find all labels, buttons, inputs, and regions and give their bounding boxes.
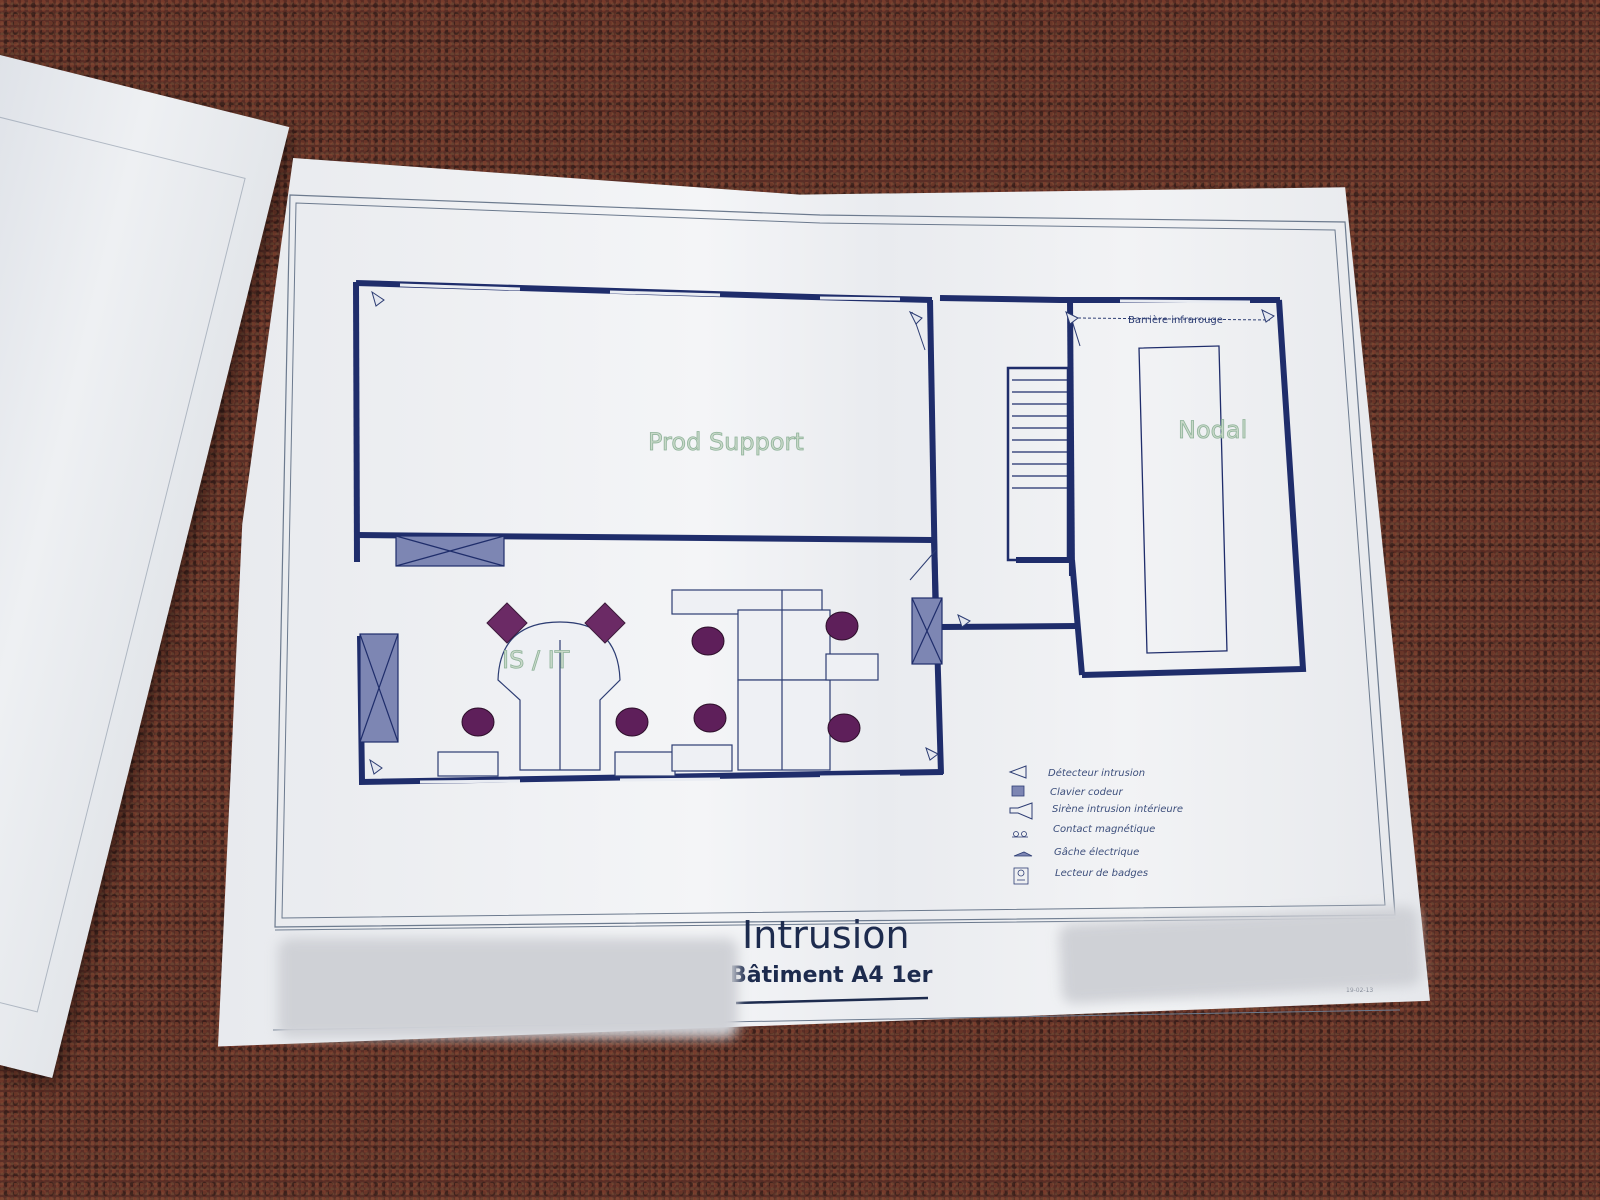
chair [693, 703, 727, 733]
legend-label: Clavier codeur [1050, 787, 1123, 798]
chair [461, 707, 495, 737]
staircase [1006, 366, 1070, 562]
inner-frame [281, 202, 1386, 919]
chairs [461, 611, 861, 743]
diamond-tables [486, 602, 626, 644]
legend-label: Contact magnétique [1053, 823, 1155, 835]
motion-detector-icon [957, 614, 971, 628]
magnetic-contact-icon [1012, 831, 1028, 838]
infrared-barrier-line [1077, 317, 1271, 321]
room-label-is-it: IS / IT [502, 646, 570, 674]
siren-icon [1009, 802, 1033, 820]
keypad-icon [1011, 785, 1025, 797]
legend-label: Sirène intrusion intérieure [1052, 803, 1183, 815]
floor-plan-sheet [218, 158, 1430, 1047]
motion-detector-icon [1008, 765, 1027, 779]
plan-subtitle: Bâtiment A4 1er [730, 963, 933, 988]
desks [437, 589, 879, 777]
walls [353, 280, 1307, 786]
motion-detector-icon [371, 290, 385, 307]
badge-reader-icon [1013, 867, 1029, 885]
storage-cabinets [359, 535, 943, 743]
chair [825, 611, 859, 641]
nodal-rack [1138, 345, 1228, 654]
electric-strike-icon [1013, 851, 1033, 857]
room-label-nodal: Nodal [1178, 416, 1247, 444]
motion-detector-icon [369, 758, 383, 775]
plan-title: Intrusion [742, 913, 910, 957]
chair [615, 707, 649, 737]
legend-label: Détecteur intrusion [1048, 767, 1145, 779]
motion-detector-icon [908, 310, 923, 325]
motion-detector-icon [1261, 309, 1275, 323]
windows [399, 283, 1251, 784]
plan-date: 19-02-13 [1346, 987, 1373, 994]
legend: Détecteur intrusion Clavier codeur Sirèn… [1008, 765, 1183, 885]
outer-frame [274, 194, 1396, 928]
infrared-barrier-label: Barrière infrarouge [1128, 314, 1223, 326]
legend-label: Gâche électrique [1054, 846, 1139, 858]
chair [691, 626, 725, 656]
motion-detectors [369, 290, 1275, 775]
redacted-area-left [278, 938, 738, 1038]
room-label-prod-support: Prod Support [648, 428, 804, 456]
chair [827, 713, 861, 743]
motion-detector-icon [925, 747, 939, 761]
motion-detector-icon [1065, 311, 1079, 325]
legend-label: Lecteur de badges [1055, 868, 1148, 879]
title-underline [735, 996, 929, 1005]
